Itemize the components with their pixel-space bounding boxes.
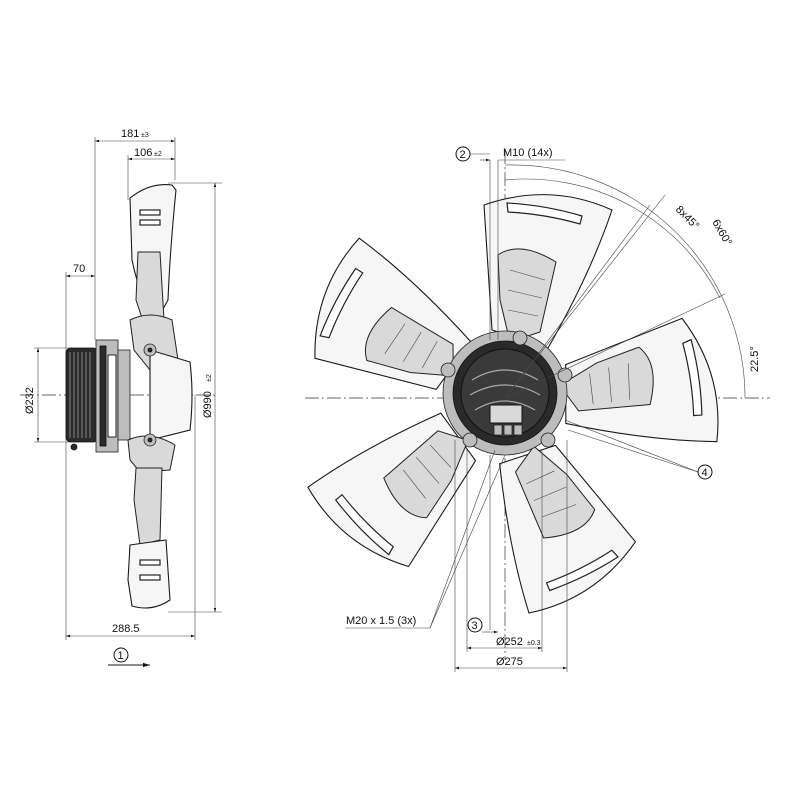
hub (440, 330, 573, 456)
label-motor: 70 (73, 263, 85, 275)
lugs-callout: 4 (564, 419, 713, 480)
label-bottom: 288.5 (112, 623, 140, 635)
label-bolt-circle-tol: ±0.3 (527, 640, 541, 647)
dimension-fan-diameter: Ø990 ±2 (202, 183, 217, 612)
side-view: 181 ±3 106 ±2 70 Ø232 Ø990 ±2 288.5 (20, 128, 222, 668)
dimension-motor: 70 (66, 263, 95, 278)
dimension-total-depth: 181 ±3 (95, 128, 175, 143)
label-blade-depth-tol: ±2 (154, 151, 162, 158)
label-blade-depth: 106 (134, 147, 152, 159)
blade (483, 194, 613, 349)
label-circle-number: 3 (472, 620, 478, 632)
label-airflow-number: 1 (118, 650, 124, 662)
bolt-circle-dimensions: 3 Ø252 ±0.3 Ø275 (454, 440, 568, 672)
label-lugs-number: 4 (702, 467, 708, 479)
dimension-blade-depth: 106 ±2 (127, 147, 175, 161)
glands-callout: M20 x 1.5 (3x) (345, 449, 506, 629)
label-fan-diameter-tol: ±2 (206, 374, 213, 382)
front-view: 2 M10 (14x) 8x45° 6x60° 22.5° 4 (298, 146, 770, 672)
label-fan-diameter: Ø990 (202, 391, 214, 418)
label-outer-circle: Ø275 (496, 656, 523, 668)
label-motor-diameter: Ø232 (24, 387, 36, 414)
label-glands: M20 x 1.5 (3x) (346, 615, 416, 627)
label-screws-number: 2 (460, 149, 466, 161)
label-screws-size: M10 (14x) (503, 147, 553, 159)
motor-body (65, 339, 131, 453)
screws-callout: 2 M10 (14x) (455, 146, 565, 340)
label-angle-holes-a: 8x45° (673, 204, 701, 232)
label-total-depth-tol: ±3 (141, 132, 149, 139)
label-angle-holes-b: 6x60° (709, 218, 734, 248)
dimension-bottom: 288.5 (66, 623, 195, 638)
label-bolt-circle: Ø252 (496, 636, 523, 648)
label-total-depth: 181 (121, 128, 139, 140)
impeller-blades (298, 194, 733, 627)
blade-side-profile (127, 183, 193, 609)
airflow-note: 1 (108, 647, 150, 668)
label-angle-offset: 22.5° (749, 346, 761, 372)
